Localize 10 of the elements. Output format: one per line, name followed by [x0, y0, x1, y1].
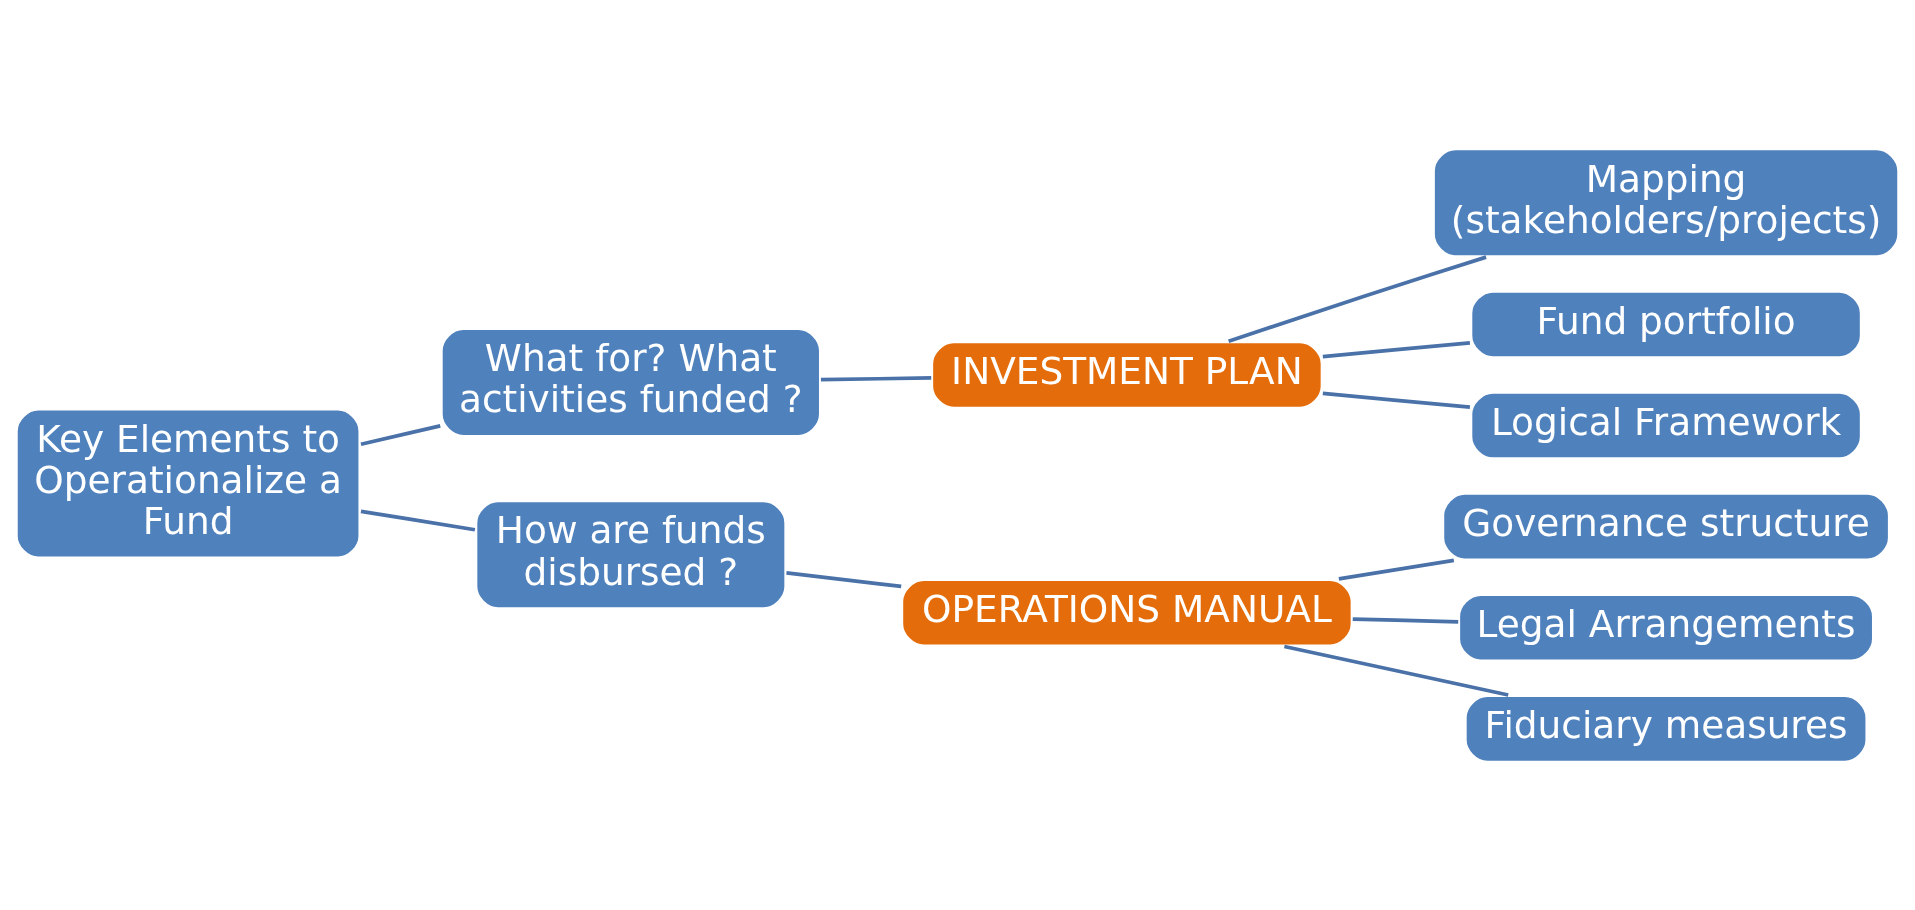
- connector: [360, 423, 441, 446]
- connector: [1352, 616, 1459, 624]
- connector: [820, 375, 932, 381]
- connector: [786, 570, 902, 588]
- connector: [360, 508, 476, 532]
- connector: [1322, 340, 1471, 359]
- connector: [1283, 644, 1509, 697]
- connector: [1228, 254, 1487, 343]
- connector: [1322, 390, 1471, 409]
- connector: [1338, 558, 1455, 581]
